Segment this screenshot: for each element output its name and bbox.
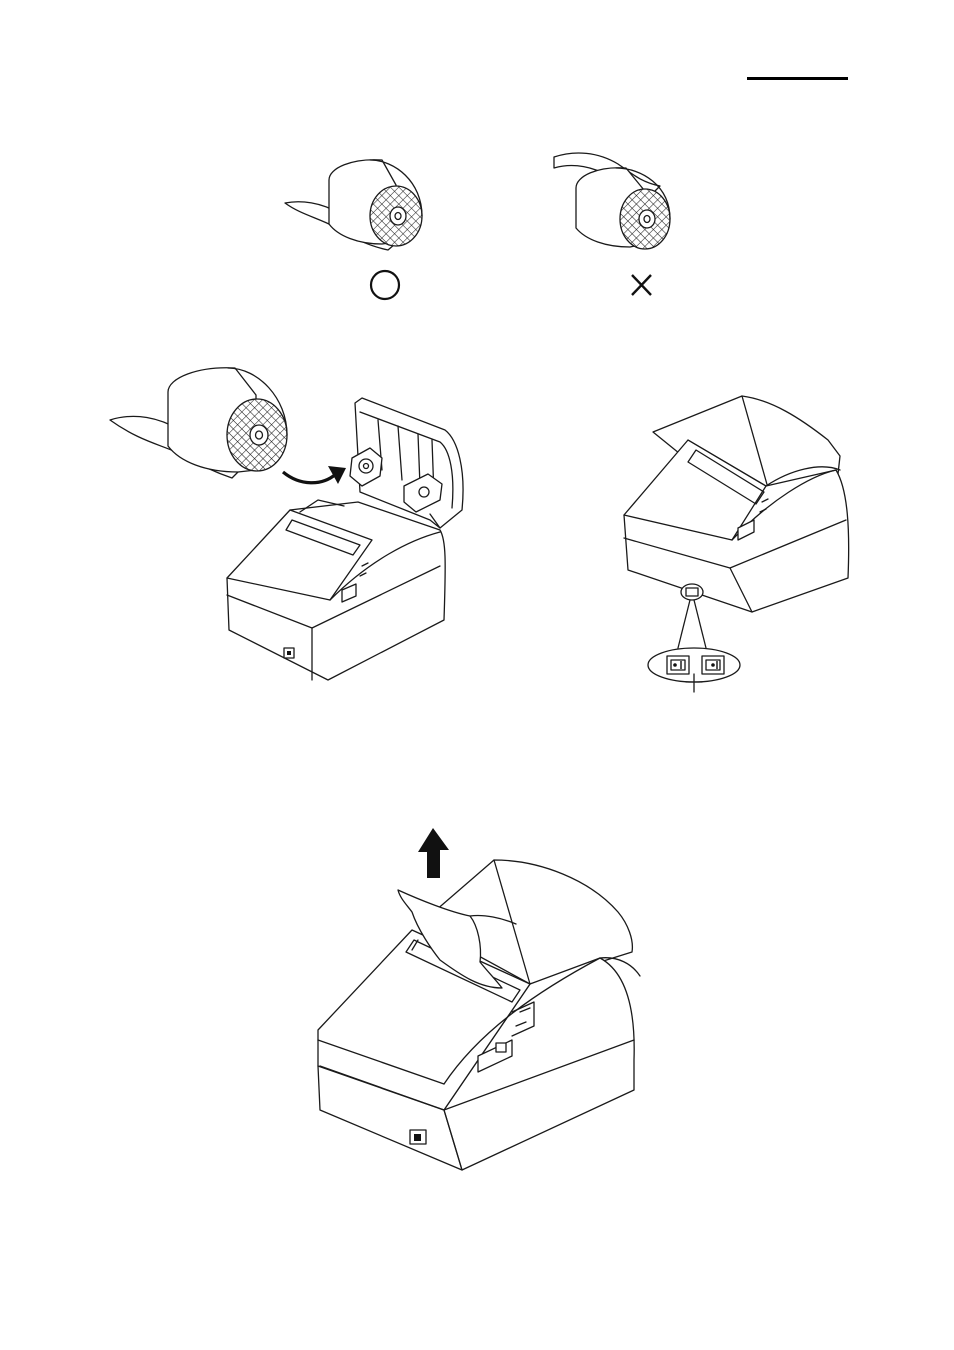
printer-paper-out-icon: [0, 0, 954, 1350]
